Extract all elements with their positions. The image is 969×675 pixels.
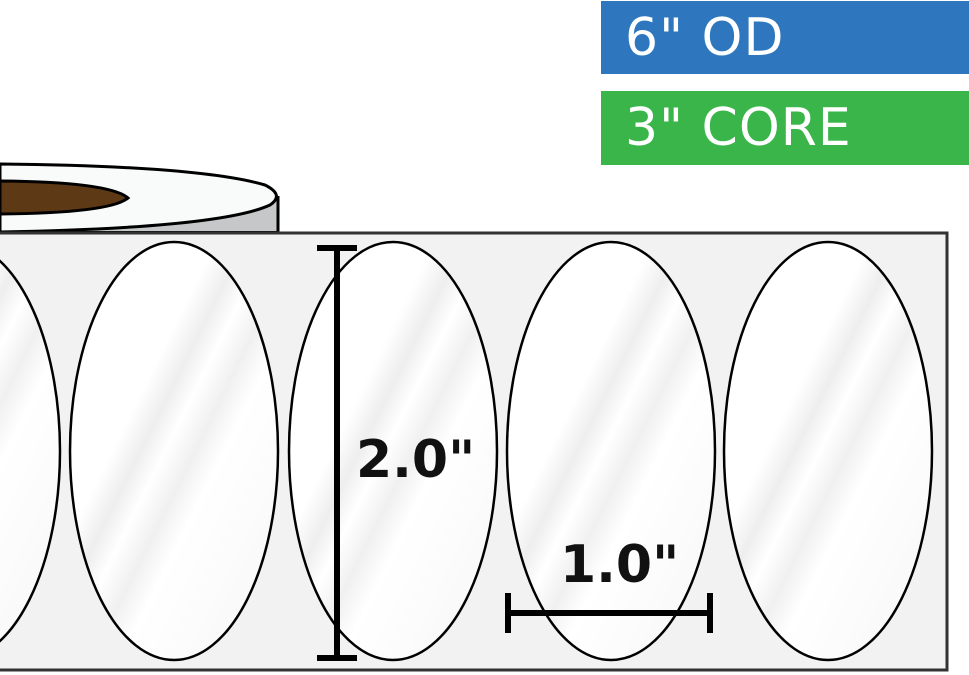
oval-label bbox=[287, 240, 499, 662]
oval-label bbox=[505, 240, 717, 662]
outer-diameter-badge: 6" OD bbox=[601, 1, 969, 74]
width-label: 1.0" bbox=[560, 535, 679, 595]
roll-core bbox=[0, 179, 131, 216]
oval-labels bbox=[0, 240, 934, 662]
core-size-badge: 3" CORE bbox=[601, 91, 969, 165]
height-label: 2.0" bbox=[356, 430, 475, 490]
roll-top bbox=[0, 162, 278, 234]
oval-label bbox=[0, 259, 62, 643]
width-dimension bbox=[505, 593, 713, 633]
oval-label bbox=[68, 240, 280, 662]
label-roll bbox=[0, 162, 280, 234]
height-dimension bbox=[317, 245, 357, 661]
oval-label bbox=[722, 240, 934, 662]
